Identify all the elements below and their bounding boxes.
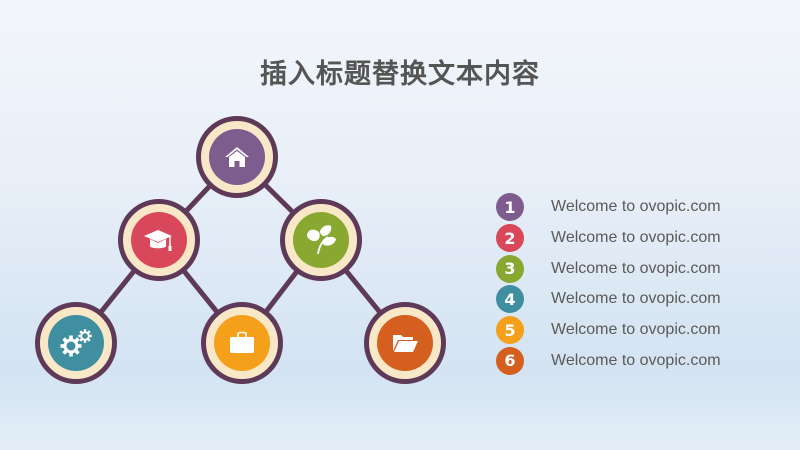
legend-text: Welcome to ovopic.com bbox=[551, 290, 721, 308]
page-title: 插入标题替换文本内容 bbox=[260, 59, 540, 90]
folder-icon bbox=[393, 335, 418, 352]
legend-text: Welcome to ovopic.com bbox=[551, 351, 721, 369]
number-badge: 4 bbox=[496, 285, 524, 314]
home-icon bbox=[225, 147, 249, 167]
legend-item: 3 Welcome to ovopic.com bbox=[496, 253, 721, 284]
legend-text: Welcome to ovopic.com bbox=[551, 259, 721, 277]
legend-item: 2 Welcome to ovopic.com bbox=[496, 223, 721, 254]
legend-text: Welcome to ovopic.com bbox=[551, 229, 721, 247]
legend-item: 6 Welcome to ovopic.com bbox=[496, 345, 721, 376]
node-nature bbox=[280, 199, 362, 281]
node-education-inner bbox=[131, 212, 187, 268]
node-nature-inner bbox=[293, 212, 349, 268]
graduation-cap-icon bbox=[144, 230, 172, 251]
node-files bbox=[364, 302, 446, 384]
leaf-icon bbox=[307, 225, 336, 255]
node-files-inner bbox=[377, 315, 433, 371]
node-settings bbox=[35, 302, 117, 384]
node-home-inner bbox=[209, 129, 265, 185]
legend-text: Welcome to ovopic.com bbox=[551, 198, 721, 216]
gears-icon bbox=[60, 329, 92, 357]
legend-item: 1 Welcome to ovopic.com bbox=[496, 192, 721, 223]
number-badge: 6 bbox=[496, 346, 524, 375]
legend-list: 1 Welcome to ovopic.com 2 Welcome to ovo… bbox=[496, 192, 721, 376]
number-badge: 2 bbox=[496, 224, 524, 253]
legend-item: 4 Welcome to ovopic.com bbox=[496, 284, 721, 315]
legend-text: Welcome to ovopic.com bbox=[551, 321, 721, 339]
node-settings-inner bbox=[48, 315, 104, 371]
legend-item: 5 Welcome to ovopic.com bbox=[496, 315, 721, 346]
number-badge: 1 bbox=[496, 193, 524, 222]
number-badge: 5 bbox=[496, 316, 524, 345]
node-business-inner bbox=[214, 315, 270, 371]
node-home bbox=[196, 116, 278, 198]
node-education bbox=[118, 199, 200, 281]
briefcase-icon bbox=[230, 331, 254, 353]
node-business bbox=[201, 302, 283, 384]
number-badge: 3 bbox=[496, 254, 524, 283]
